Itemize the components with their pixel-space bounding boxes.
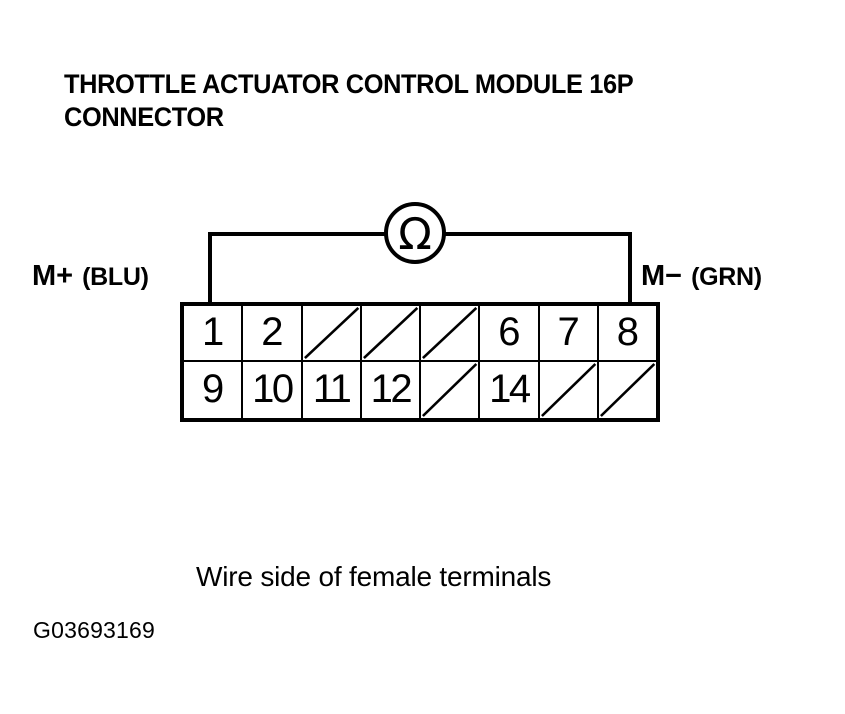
terminal-cell-blank: [362, 306, 421, 360]
terminal-cell: 11: [303, 362, 362, 418]
terminal-cell: 7: [540, 306, 599, 360]
right-probe-wire-color: (GRN): [691, 263, 762, 291]
minus-icon: −: [665, 260, 683, 292]
terminal-cell: 9: [184, 362, 244, 418]
terminal-number: 8: [616, 310, 639, 355]
terminal-number: 7: [557, 310, 580, 355]
terminal-cell: 14: [480, 362, 540, 418]
right-test-lead-wire: [445, 232, 632, 306]
blank-cell-diagonal-icon: [362, 306, 419, 360]
terminal-cell-blank: [303, 306, 362, 360]
blank-cell-diagonal-icon: [421, 306, 478, 360]
left-probe-label: M+ (BLU): [32, 262, 149, 291]
terminal-number: 9: [202, 367, 224, 412]
terminal-number: 2: [261, 310, 283, 355]
terminal-cell: 6: [480, 306, 540, 360]
connector-row-bottom: 9 10 11 12 14: [184, 362, 656, 418]
right-probe-label: M−(GRN): [641, 262, 762, 291]
terminal-number: 1: [202, 310, 224, 355]
connector-terminal-grid: 1 2 6: [180, 302, 660, 422]
terminal-cell: 1: [184, 306, 244, 360]
terminal-cell-blank: [421, 362, 481, 418]
connector-row-top: 1 2 6: [184, 306, 656, 362]
terminal-number: 14: [489, 367, 531, 412]
blank-cell-diagonal-icon: [540, 362, 597, 418]
blank-cell-diagonal-icon: [421, 362, 478, 418]
terminal-number: 10: [252, 367, 294, 412]
terminal-cell: 12: [362, 362, 421, 418]
terminal-cell-blank: [599, 362, 656, 418]
terminal-number: 12: [370, 367, 413, 412]
blank-cell-diagonal-icon: [303, 306, 360, 360]
left-probe-wire-color: (BLU): [82, 263, 149, 291]
terminal-cell: 10: [243, 362, 303, 418]
left-probe-terminal: M: [32, 260, 57, 292]
terminal-number: 6: [498, 310, 520, 355]
page-title: THROTTLE ACTUATOR CONTROL MODULE 16P CON…: [64, 69, 634, 132]
terminal-cell: 8: [599, 306, 656, 360]
terminal-number: 11: [312, 367, 352, 412]
figure-id-label: G03693169: [33, 617, 156, 643]
figure-caption: Wire side of female terminals: [196, 561, 552, 592]
terminal-cell-blank: [540, 362, 599, 418]
right-probe-terminal: M: [641, 260, 666, 292]
plus-icon: +: [56, 260, 74, 292]
terminal-cell-blank: [421, 306, 481, 360]
omega-icon: Ω: [398, 209, 432, 260]
left-test-lead-wire: [208, 232, 386, 306]
terminal-cell: 2: [243, 306, 303, 360]
ohmmeter-circle: [384, 202, 446, 264]
blank-cell-diagonal-icon: [599, 362, 656, 418]
